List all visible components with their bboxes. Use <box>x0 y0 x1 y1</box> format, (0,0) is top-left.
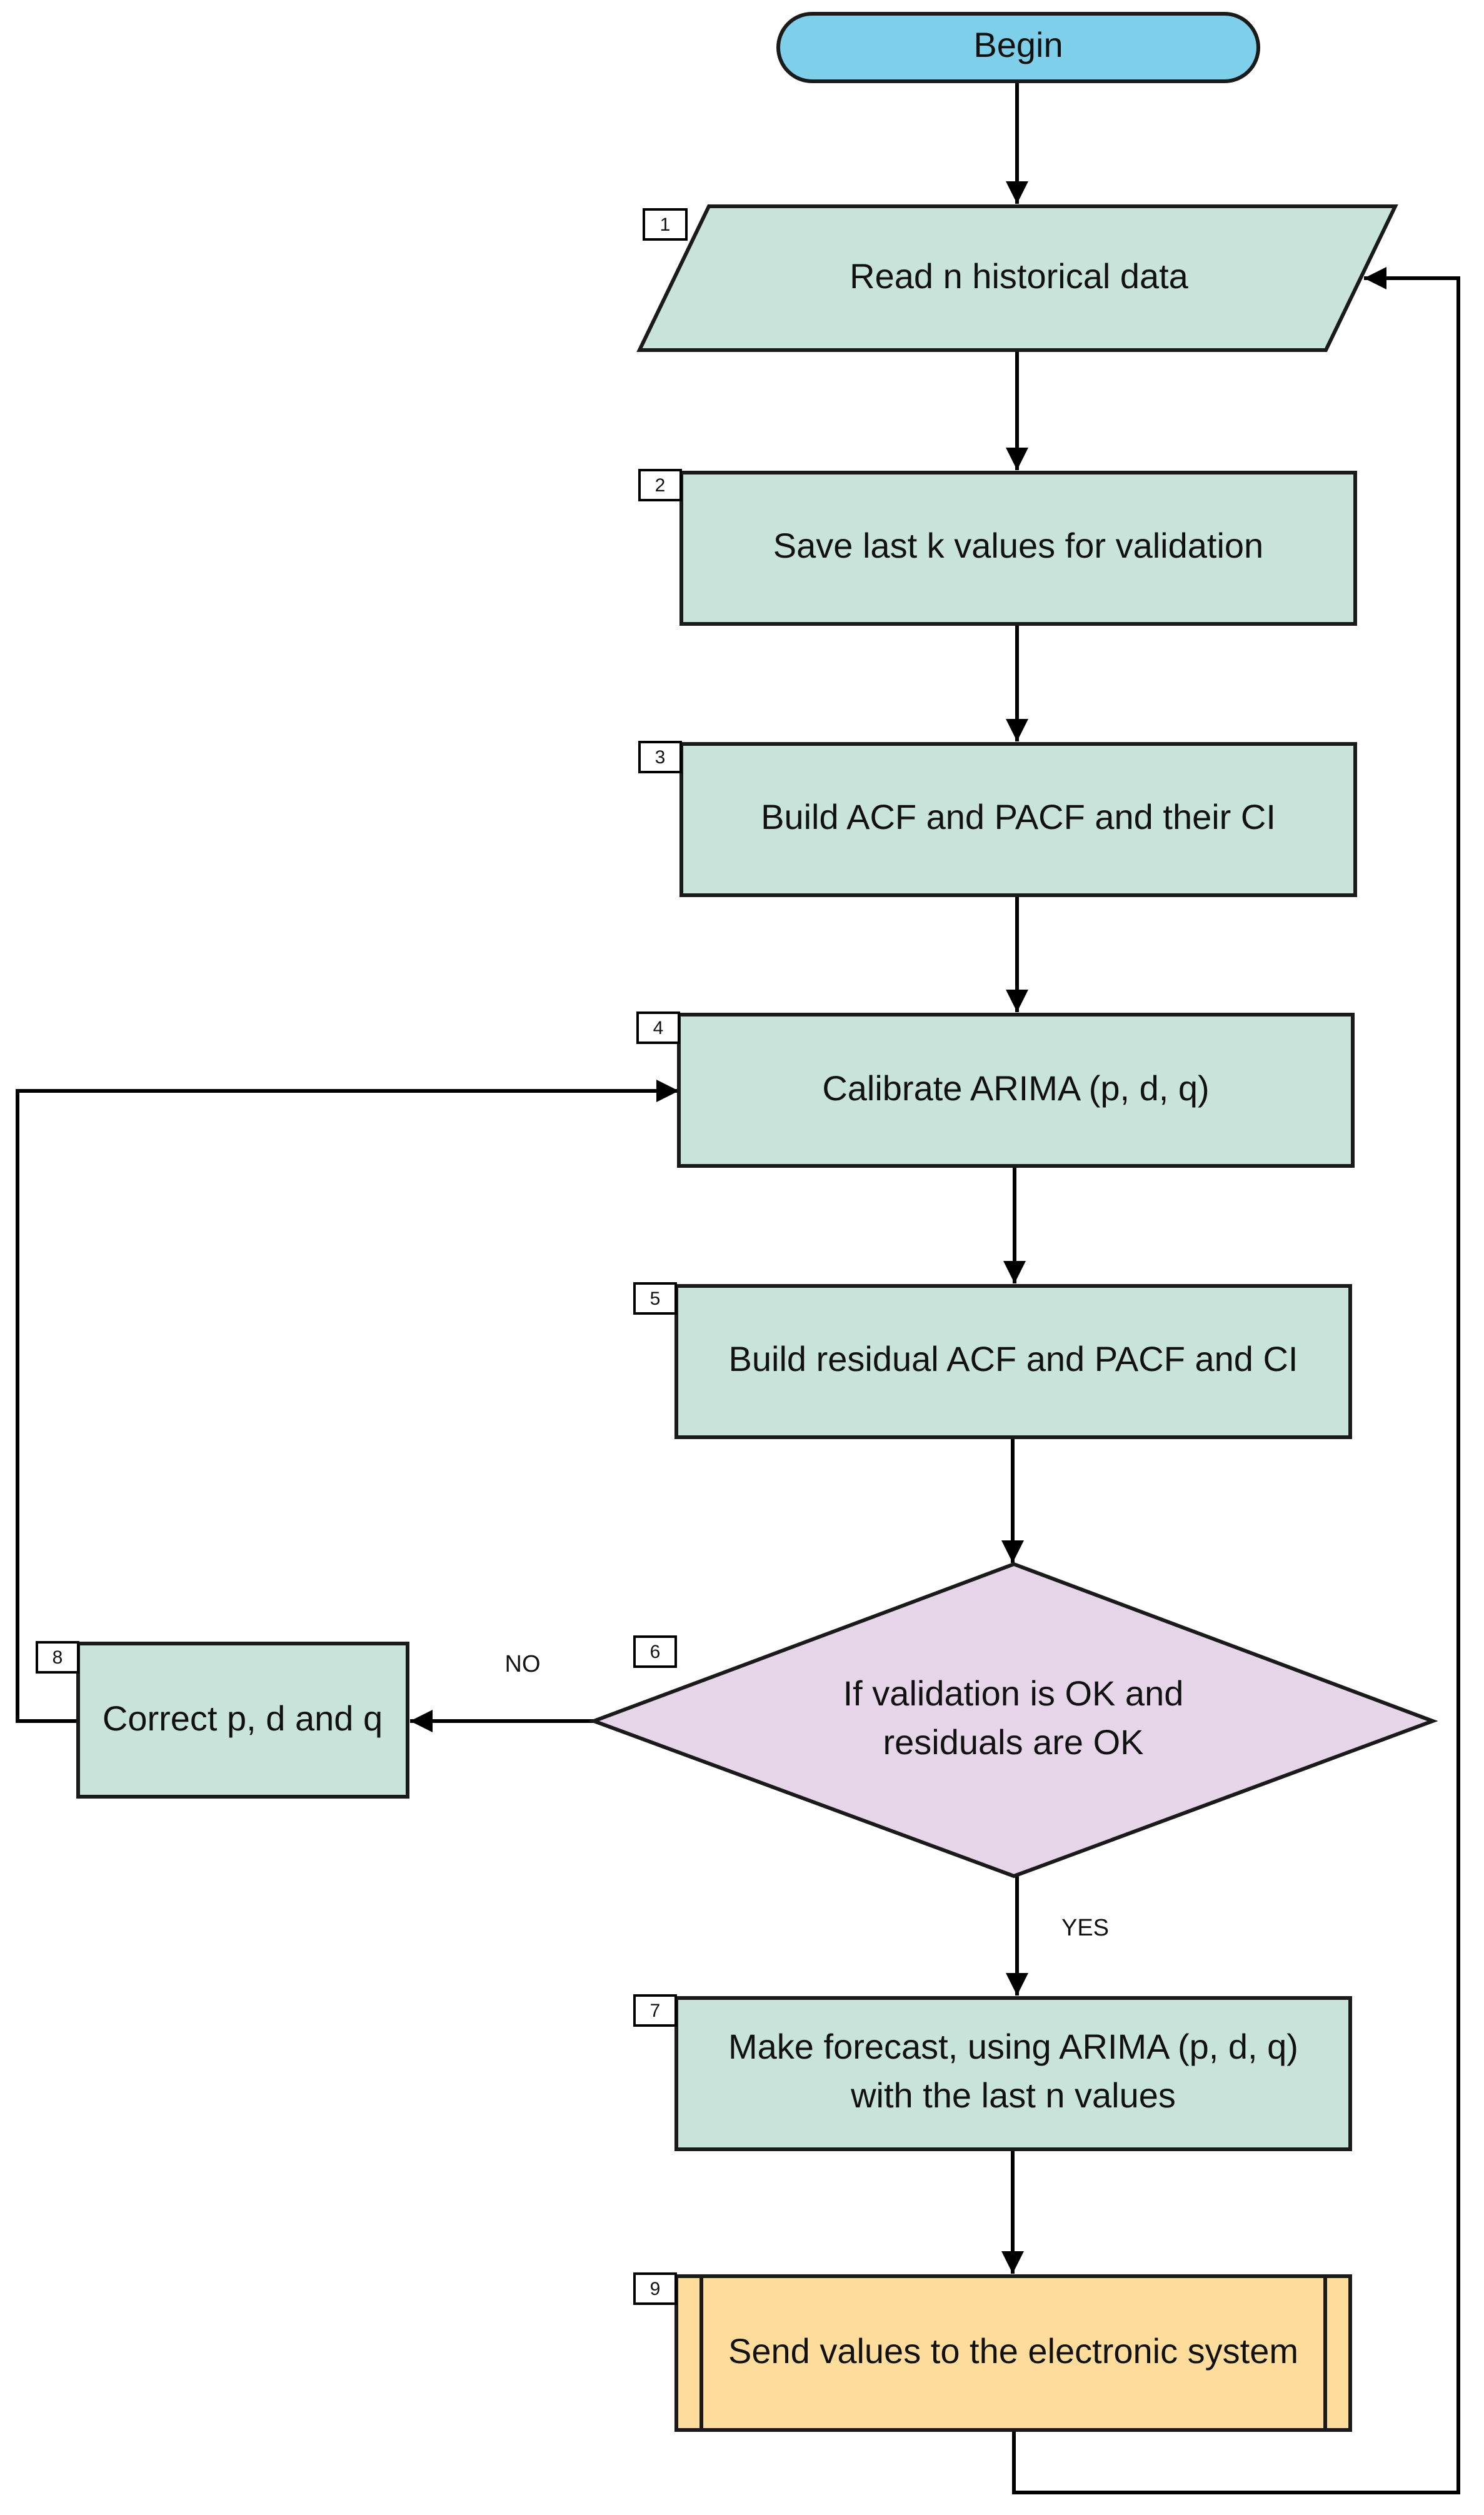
arrow-9-loop-to-1 <box>1012 267 1460 2494</box>
edge-label-no: NO <box>505 1651 541 1677</box>
step-number-box <box>633 1282 677 1315</box>
step-number-box <box>633 1635 677 1668</box>
step-number: 6 <box>650 1642 661 1662</box>
node-1: 1 Read n historical data <box>636 204 1398 352</box>
node-9: 9 Send values to the electronic system <box>633 2272 1352 2432</box>
subprocess-box <box>674 2274 1352 2432</box>
node-2: 2 Save last k values for validation <box>638 469 1357 626</box>
step-label: Build residual ACF and PACF and CI <box>729 1339 1298 1378</box>
step-number-box <box>643 208 688 241</box>
step-number-box <box>633 2272 677 2305</box>
node-7: 7 Make forecast, using ARIMA (p, d, q) w… <box>633 1994 1352 2151</box>
node-3: 3 Build ACF and PACF and their CI <box>638 741 1357 897</box>
process-box <box>677 1013 1355 1168</box>
step-line-2: with the last n values <box>850 2076 1176 2115</box>
step-number-box <box>636 1012 680 1044</box>
node-6: 6 If validation is OK and residuals are … <box>588 1562 1438 1879</box>
step-number: 7 <box>650 2000 661 2021</box>
step-number: 4 <box>653 1018 664 1038</box>
process-box <box>674 1996 1352 2151</box>
begin-terminator <box>776 12 1260 83</box>
step-number: 8 <box>53 1647 63 1668</box>
process-box <box>679 742 1357 897</box>
process-box <box>679 471 1357 626</box>
node-8: 8 Correct p, d and q <box>36 1641 409 1799</box>
step-label: Save last k values for validation <box>773 526 1263 565</box>
step-number: 2 <box>655 475 666 496</box>
input-shape <box>636 204 1398 352</box>
step-line-1: Make forecast, using ARIMA (p, d, q) <box>728 2027 1298 2066</box>
process-box <box>674 1284 1352 1439</box>
step-label: Calibrate ARIMA (p, d, q) <box>822 1068 1209 1108</box>
begin-node: Begin <box>776 12 1260 83</box>
begin-label: Begin <box>973 25 1063 64</box>
step-label: Build ACF and PACF and their CI <box>761 797 1276 836</box>
step-label: Read n historical data <box>850 256 1189 296</box>
step-label: Send values to the electronic system <box>728 2331 1298 2371</box>
decision-line-1: If validation is OK and <box>843 1674 1184 1713</box>
step-number-box <box>638 469 682 501</box>
node-4: 4 Calibrate ARIMA (p, d, q) <box>636 1012 1355 1168</box>
edge-label-yes: YES <box>1061 1915 1109 1941</box>
step-number: 1 <box>660 214 671 235</box>
decision-line-2: residuals are OK <box>883 1722 1143 1762</box>
step-number: 3 <box>655 747 666 768</box>
decision-diamond <box>588 1562 1438 1879</box>
node-5: 5 Build residual ACF and PACF and CI <box>633 1282 1352 1439</box>
step-number: 9 <box>650 2279 661 2299</box>
process-box <box>76 1642 409 1799</box>
arrow-8-back-to-4 <box>16 1080 679 1723</box>
step-label: Correct p, d and q <box>103 1699 383 1738</box>
step-number-box <box>633 1994 677 2027</box>
step-number: 5 <box>650 1288 661 1309</box>
connectors <box>16 83 1460 2494</box>
step-number-box <box>36 1641 79 1674</box>
step-number-box <box>638 741 682 773</box>
